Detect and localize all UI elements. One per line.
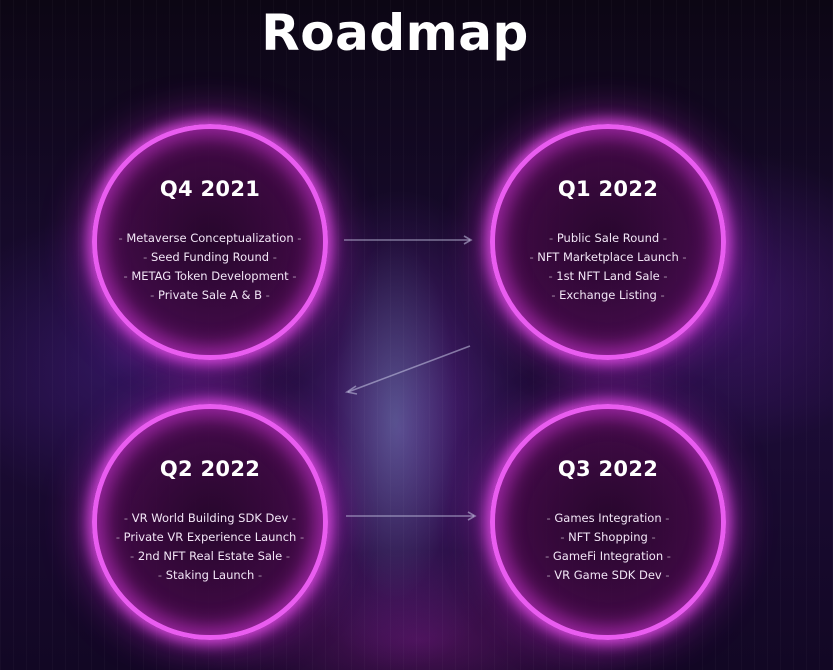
arrow-head-icon <box>344 385 358 395</box>
phase-circle-q3-2022: Q3 2022 Games Integration NFT Shopping G… <box>490 404 726 640</box>
phase-circle-q1-2022: Q1 2022 Public Sale Round NFT Marketplac… <box>490 124 726 360</box>
phase-item: Exchange Listing <box>495 286 721 305</box>
arrow-head-icon <box>467 511 477 521</box>
phase-item: VR Game SDK Dev <box>495 566 721 585</box>
phase-item: Seed Funding Round <box>97 248 323 267</box>
phase-items: VR World Building SDK Dev Private VR Exp… <box>97 509 323 585</box>
phase-items: Public Sale Round NFT Marketplace Launch… <box>495 229 721 305</box>
phase-item: GameFi Integration <box>495 547 721 566</box>
phase-circle-q4-2021: Q4 2021 Metaverse Conceptualization Seed… <box>92 124 328 360</box>
phase-item: NFT Shopping <box>495 528 721 547</box>
phase-title: Q3 2022 <box>557 457 659 481</box>
page-title: Roadmap <box>261 4 529 62</box>
phase-item: METAG Token Development <box>97 267 323 286</box>
phase-item: Metaverse Conceptualization <box>97 229 323 248</box>
phase-item: VR World Building SDK Dev <box>97 509 323 528</box>
phase-item: Public Sale Round <box>495 229 721 248</box>
arrow-head-icon <box>463 235 473 245</box>
phase-item: Private VR Experience Launch <box>97 528 323 547</box>
phase-items: Metaverse Conceptualization Seed Funding… <box>97 229 323 305</box>
phase-circle-q2-2022: Q2 2022 VR World Building SDK Dev Privat… <box>92 404 328 640</box>
phase-item: Private Sale A & B <box>97 286 323 305</box>
phase-item: 2nd NFT Real Estate Sale <box>97 547 323 566</box>
phase-title: Q2 2022 <box>159 457 261 481</box>
phase-item: Staking Launch <box>97 566 323 585</box>
arrow-diagonal-icon <box>347 345 471 393</box>
phase-title: Q1 2022 <box>557 177 659 201</box>
phase-items: Games Integration NFT Shopping GameFi In… <box>495 509 721 585</box>
phase-title: Q4 2021 <box>159 177 261 201</box>
phase-item: 1st NFT Land Sale <box>495 267 721 286</box>
phase-item: Games Integration <box>495 509 721 528</box>
phase-item: NFT Marketplace Launch <box>495 248 721 267</box>
